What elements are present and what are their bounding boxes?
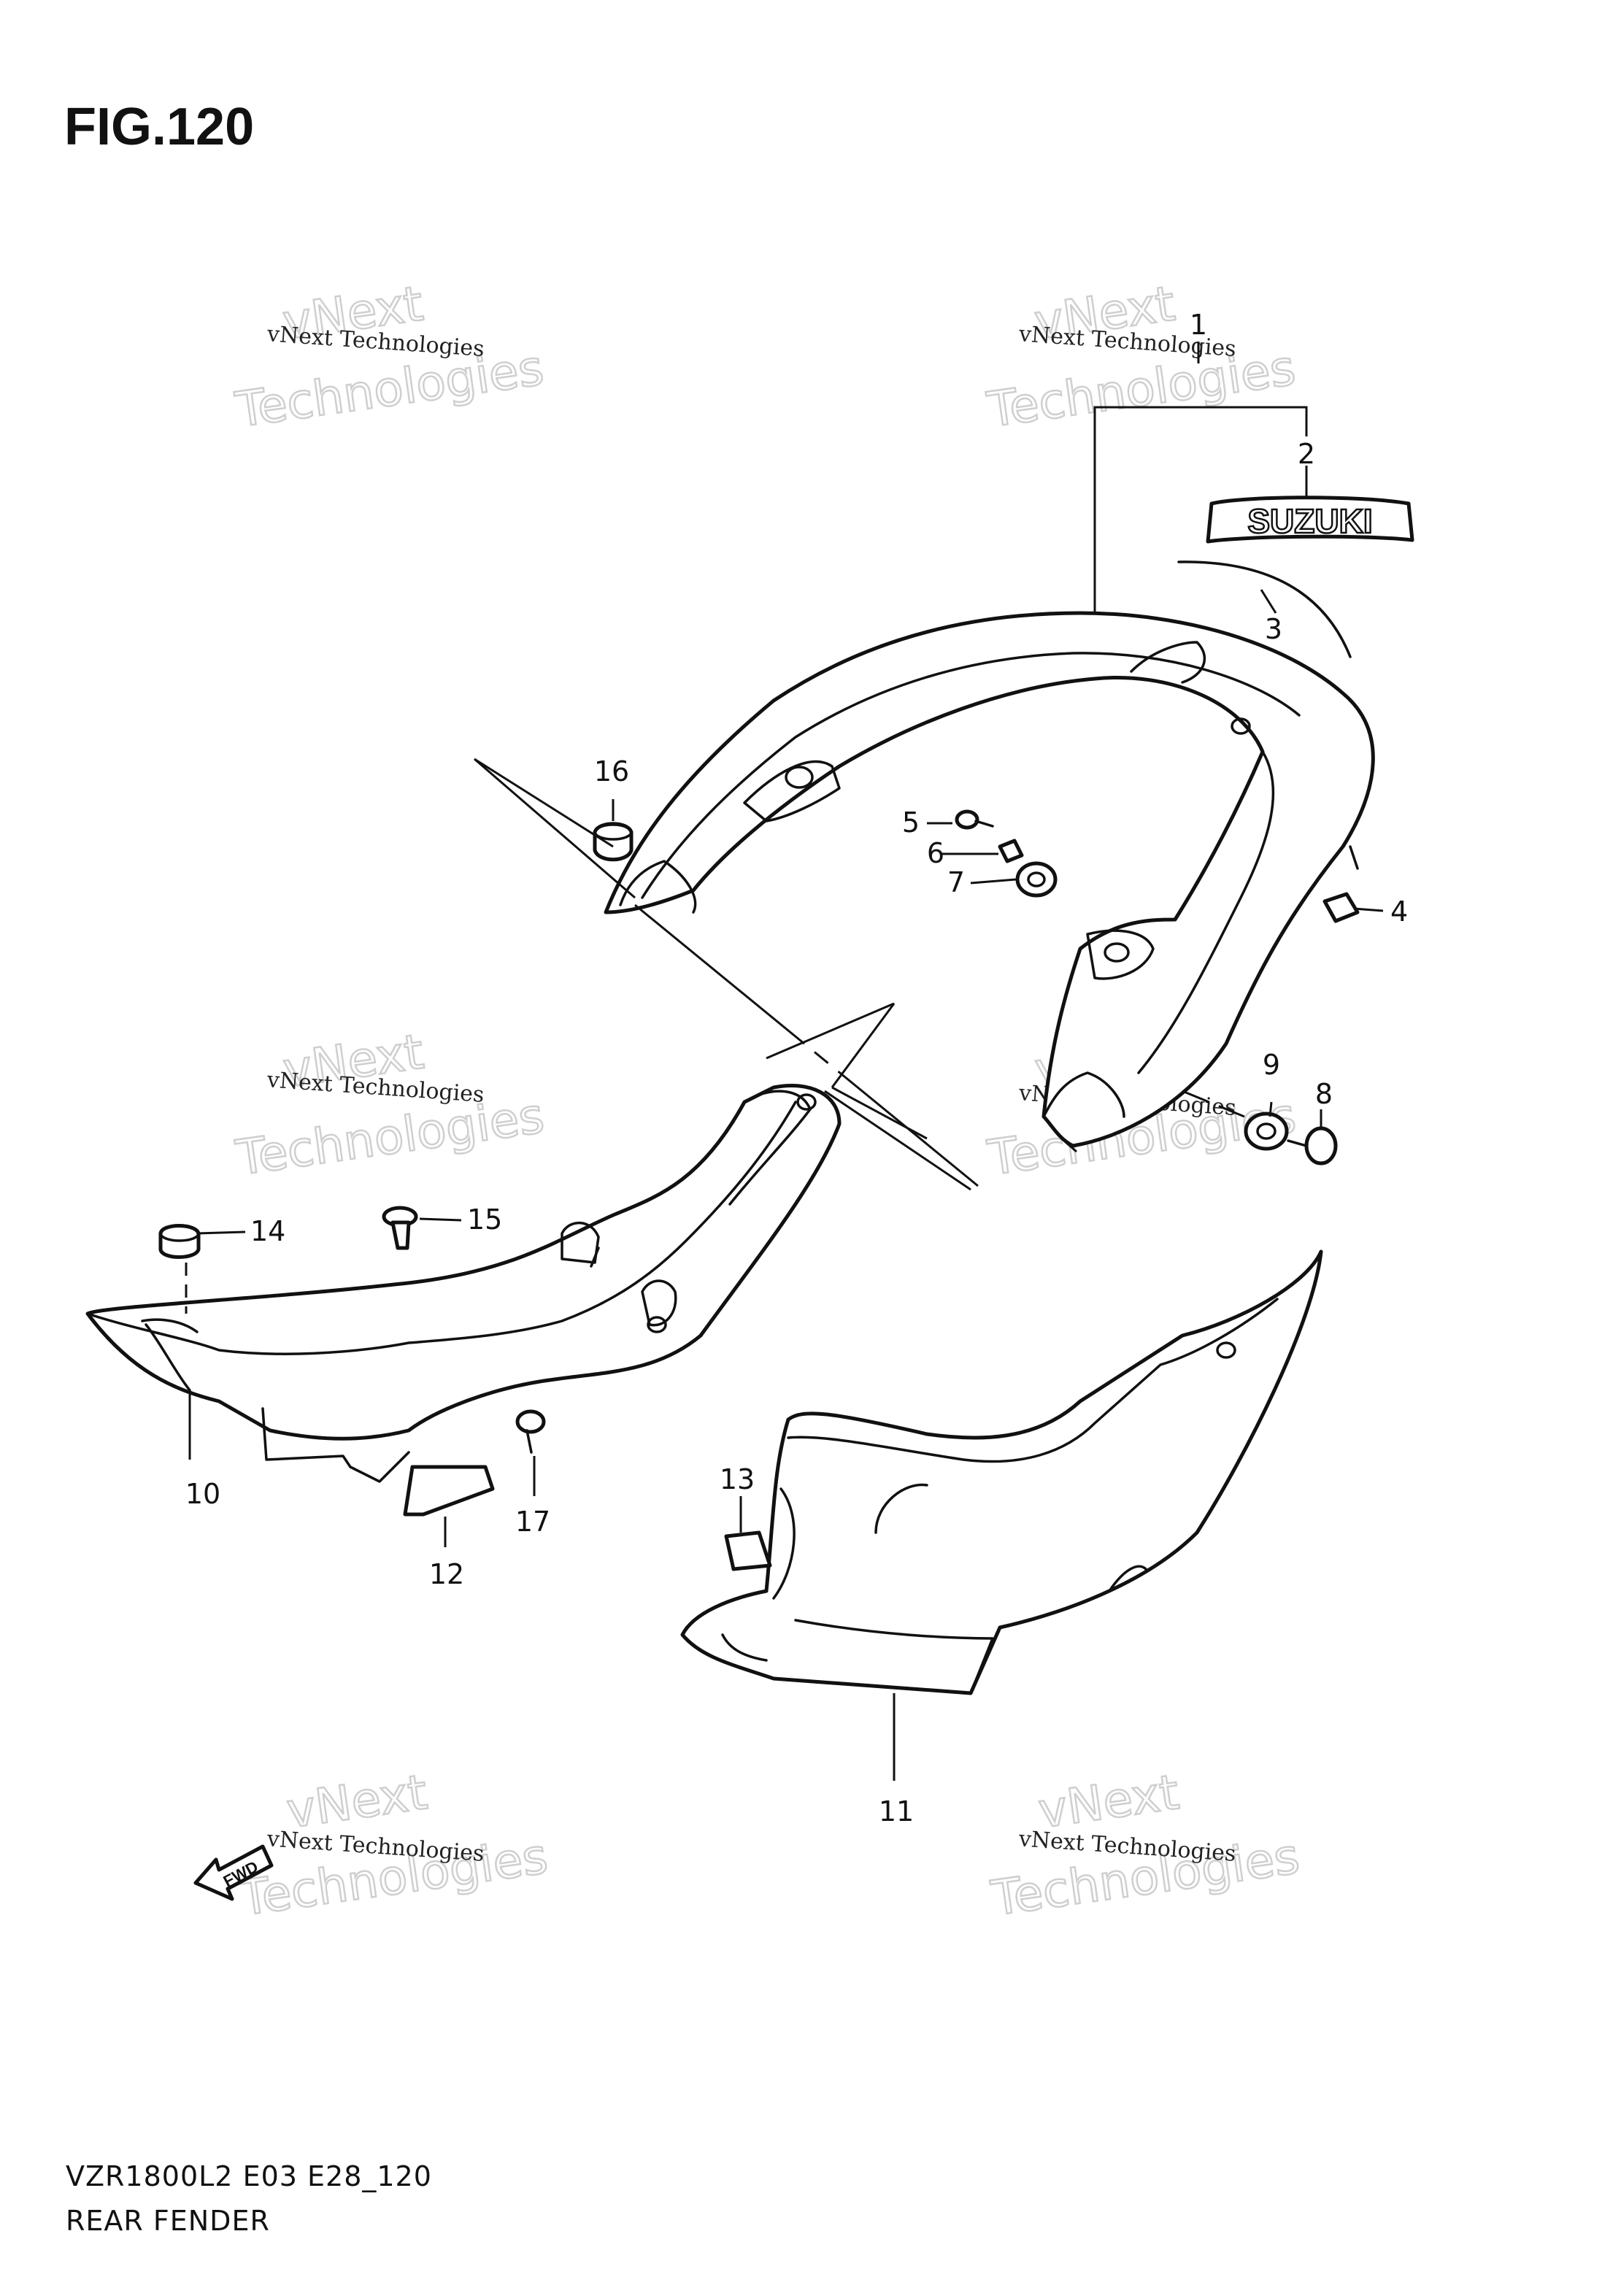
- callout-10: 10: [185, 1478, 220, 1510]
- pad-part-13: [724, 1530, 772, 1571]
- callout-5: 5: [902, 806, 920, 839]
- grommet-part-7: [1015, 861, 1058, 898]
- section-title: REAR FENDER: [66, 2205, 270, 2237]
- callout-labels: 1 2 3 4 5 6 7 8 9 10 11 12 13 14 15 16 1…: [185, 309, 1408, 1827]
- model-code: VZR1800L2 E03 E28_120: [66, 2160, 432, 2192]
- leader-lines: [185, 342, 1384, 1781]
- suzuki-decal-part-2: SUZUKI: [1206, 496, 1414, 544]
- stripe-part-3: [1177, 560, 1352, 658]
- side-cover-part-11: [680, 1249, 1323, 1695]
- pad-part-12: [403, 1465, 495, 1517]
- side-cover-part-10: [85, 1083, 842, 1483]
- callout-8: 8: [1315, 1078, 1333, 1110]
- callout-12: 12: [429, 1558, 464, 1590]
- callout-1: 1: [1190, 309, 1207, 341]
- rear-fender-part-1: [604, 611, 1375, 1148]
- callout-14: 14: [250, 1215, 285, 1247]
- svg-text:vNext: vNext: [1035, 1764, 1182, 1839]
- figure-number: FIG.120: [64, 98, 254, 156]
- push-rivet-part-15: [382, 1206, 418, 1250]
- callout-16: 16: [594, 755, 629, 787]
- callout-6: 6: [927, 837, 944, 869]
- callout-15: 15: [467, 1203, 502, 1236]
- callout-11: 11: [879, 1795, 914, 1827]
- clip-nut-part-4: [1322, 892, 1360, 923]
- callout-7: 7: [947, 866, 965, 898]
- svg-text:Technologies: Technologies: [233, 1087, 548, 1186]
- callout-9: 9: [1263, 1049, 1280, 1081]
- cushion-part-9: [1244, 1112, 1289, 1151]
- callout-2: 2: [1298, 438, 1315, 470]
- cushion-part-16: [593, 822, 634, 862]
- callout-13: 13: [720, 1463, 755, 1495]
- screw-part-5: [955, 809, 994, 830]
- svg-text:vNext: vNext: [283, 1764, 431, 1839]
- collar-part-6: [998, 839, 1024, 863]
- bolt-part-8: [1287, 1126, 1338, 1166]
- grommet-part-14: [158, 1224, 201, 1259]
- screw-part-17: [515, 1409, 546, 1454]
- suzuki-logo-text: SUZUKI: [1247, 502, 1372, 540]
- callout-3: 3: [1265, 613, 1282, 645]
- callout-17: 17: [515, 1506, 550, 1538]
- callout-4: 4: [1390, 895, 1408, 928]
